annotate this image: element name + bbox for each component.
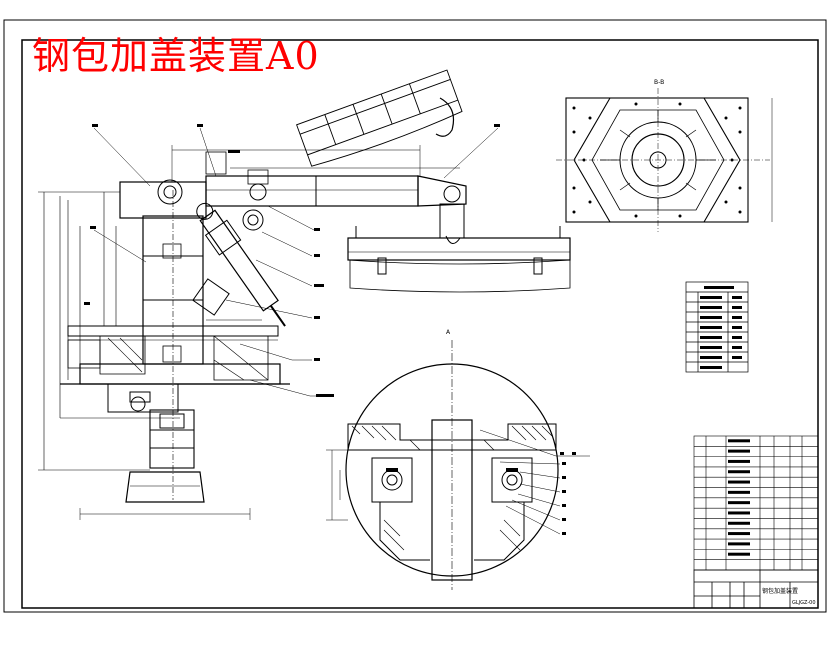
parts-row-text (728, 532, 750, 536)
main-elevation-view (38, 69, 571, 520)
outer-frame (3, 19, 827, 613)
parts-row-text (728, 511, 750, 515)
drawing-title: 钢包加盖装置A0 (32, 34, 320, 78)
parts-row-text (728, 501, 750, 505)
parts-row-text (728, 521, 750, 525)
parts-row-text (728, 490, 750, 494)
parts-row-text (728, 439, 750, 443)
parts-row-text (728, 449, 750, 453)
drawing-number: GLJGZ-00 (792, 600, 816, 606)
parts-row-text (728, 480, 750, 484)
parts-row-text (728, 542, 750, 546)
boom-arm (205, 175, 419, 207)
detail-view-label: A (446, 329, 451, 336)
drawing-name: 钢包加盖装置 (762, 587, 798, 595)
plan-view-label: B-B (654, 79, 664, 86)
detail-view-section: A (326, 329, 590, 590)
ladle-cover (347, 237, 571, 261)
parts-row-text (728, 459, 750, 463)
inner-frame (21, 39, 819, 609)
parts-row-text (728, 470, 750, 474)
parts-row-text (728, 552, 750, 556)
title-block: 钢包加盖装置 GLJGZ-00 (693, 569, 819, 609)
parameter-table (685, 281, 749, 373)
parts-list (693, 435, 819, 571)
plan-view-bb: B-B (556, 79, 773, 232)
